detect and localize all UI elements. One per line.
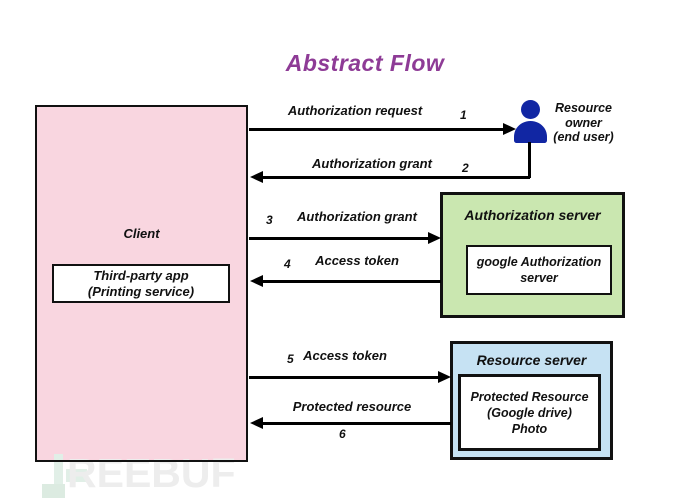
- arrow-1-line: [249, 128, 503, 131]
- arrow-4-label: Access token: [315, 253, 399, 268]
- resource-owner-line1: Resource: [555, 101, 612, 115]
- res-inner-line2: (Google drive): [487, 405, 572, 420]
- res-inner-line1: Protected Resource: [470, 389, 589, 404]
- arrow-2-label: Authorization grant: [312, 156, 432, 171]
- authorization-server-label: Authorization server: [464, 207, 601, 223]
- freebuf-logo-square-icon: [42, 484, 65, 498]
- freebuf-logo-bar-icon: [54, 454, 63, 497]
- arrow-3-label: Authorization grant: [297, 209, 417, 224]
- user-person-icon: [514, 100, 547, 143]
- arrow-3-head-right-icon: [428, 232, 441, 244]
- arrow-5-line: [249, 376, 438, 379]
- resource-owner-label: Resource owner (end user): [541, 101, 626, 145]
- arrow-4-head-left-icon: [250, 275, 263, 287]
- client-inner-line1: Third-party app: [93, 267, 189, 283]
- res-inner-line3: Photo: [511, 421, 548, 436]
- client-box-bottom-border: [35, 460, 248, 462]
- arrow-2-number: 2: [462, 161, 469, 175]
- arrow-5-label: Access token: [303, 348, 387, 363]
- resource-server-label: Resource server: [476, 352, 587, 368]
- resource-owner-line3: (end user): [553, 130, 614, 144]
- arrow-2-connector-line: [528, 142, 531, 178]
- client-label: Client: [123, 226, 160, 241]
- arrow-6-head-left-icon: [250, 417, 263, 429]
- diagram-title: Abstract Flow: [285, 50, 445, 76]
- arrow-3-line: [249, 237, 428, 240]
- resource-server-inner-box: Protected Resource (Google drive) Photo: [458, 374, 601, 451]
- freebuf-watermark-text: REEBUF: [67, 450, 236, 496]
- arrow-4-number: 4: [284, 257, 291, 271]
- authorization-server-inner-box: google Authorization server: [466, 245, 612, 295]
- arrow-4-line: [262, 280, 441, 283]
- arrow-1-label: Authorization request: [287, 103, 423, 118]
- arrow-5-head-right-icon: [438, 371, 451, 383]
- arrow-6-number: 6: [339, 427, 346, 441]
- client-inner-line2: (Printing service): [87, 283, 195, 299]
- arrow-1-number: 1: [460, 108, 467, 122]
- freebuf-logo-midbar-icon: [66, 469, 87, 482]
- arrow-1-head-right-icon: [503, 123, 516, 135]
- arrow-2-line: [262, 176, 530, 179]
- arrow-6-label: Protected resource: [292, 399, 412, 414]
- arrow-5-number: 5: [287, 352, 294, 366]
- arrow-6-line: [262, 422, 451, 425]
- client-inner-box: Third-party app (Printing service): [52, 264, 230, 303]
- arrow-2-head-left-icon: [250, 171, 263, 183]
- resource-owner-line2: owner: [565, 115, 602, 130]
- auth-inner-line1: google Authorization: [476, 255, 602, 269]
- arrow-3-number: 3: [266, 213, 273, 227]
- auth-inner-line2: server: [520, 271, 558, 285]
